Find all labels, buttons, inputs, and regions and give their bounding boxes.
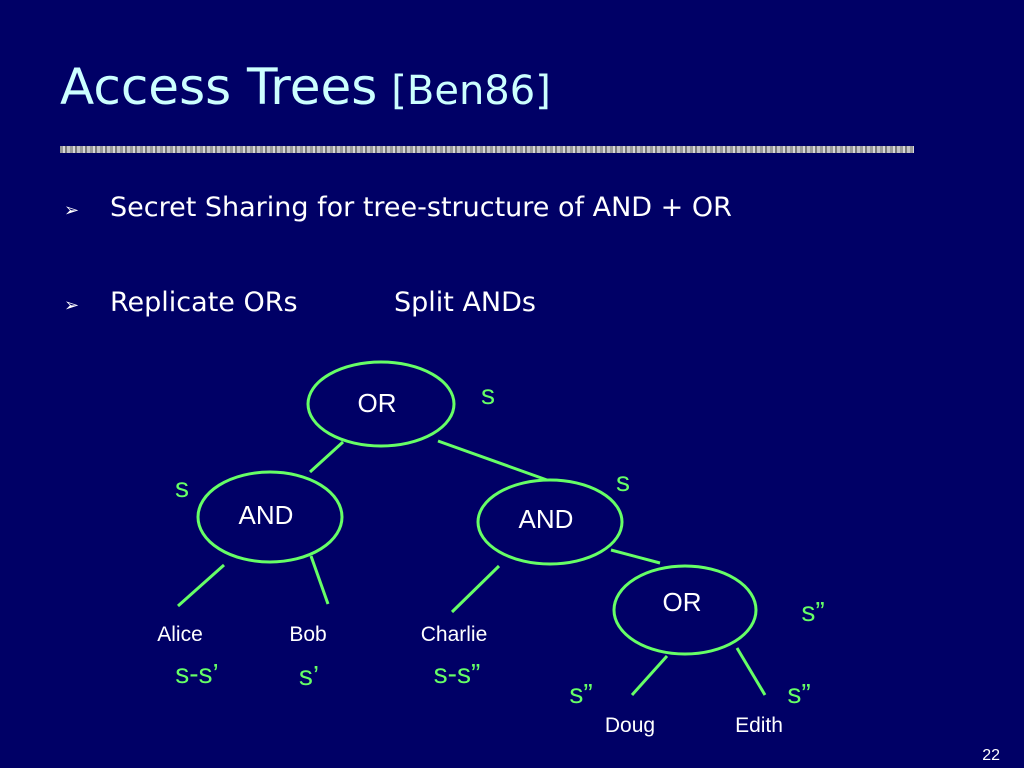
node-and-right (476, 478, 624, 566)
edge-and-left-to-alice (177, 563, 225, 608)
bullet-2-text: Replicate ORs (110, 287, 298, 318)
share-and-left: s (175, 472, 189, 503)
bullet-2-text-2: Split ANDs (394, 287, 536, 318)
page-number: 22 (982, 747, 1000, 764)
node-or-lower (612, 564, 758, 656)
node-and-left (196, 470, 344, 564)
leaf-alice: Alice (157, 623, 203, 646)
share-doug: s” (569, 678, 592, 709)
share-alice: s-s’ (175, 658, 219, 689)
share-and-right: s (616, 466, 630, 497)
edge-or-to-and-right (437, 439, 548, 482)
node-and-right-label: AND (519, 504, 574, 534)
bullet-1-text: Secret Sharing for tree-structure of AND… (110, 192, 732, 223)
edge-and-right-to-or (610, 548, 661, 565)
title-main: Access Trees (60, 58, 378, 116)
title-divider (60, 146, 914, 153)
edge-or-to-edith (735, 647, 767, 696)
leaf-edith: Edith (735, 714, 783, 737)
share-root: s (481, 379, 495, 410)
share-or-lower: s” (801, 596, 824, 627)
slide-title: Access Trees [Ben86] (60, 58, 551, 116)
share-bob: s’ (299, 660, 319, 691)
arrow-bullet-icon: ➢ (64, 200, 80, 221)
node-and-left-label: AND (239, 500, 294, 530)
edge-or-to-doug (630, 654, 669, 697)
leaf-bob: Bob (289, 623, 326, 646)
leaf-charlie: Charlie (421, 623, 488, 646)
share-charlie: s-s” (434, 658, 481, 689)
arrow-bullet-icon: ➢ (64, 295, 80, 316)
edge-and-left-to-bob (309, 555, 330, 605)
node-root-or (306, 360, 456, 448)
edge-and-right-to-charlie (450, 564, 501, 614)
share-edith: s” (787, 678, 810, 709)
leaf-doug: Doug (605, 714, 655, 737)
title-citation: [Ben86] (391, 68, 551, 114)
node-root-or-label: OR (358, 388, 397, 418)
node-or-lower-label: OR (663, 587, 702, 617)
edge-or-to-and-left (308, 440, 345, 474)
